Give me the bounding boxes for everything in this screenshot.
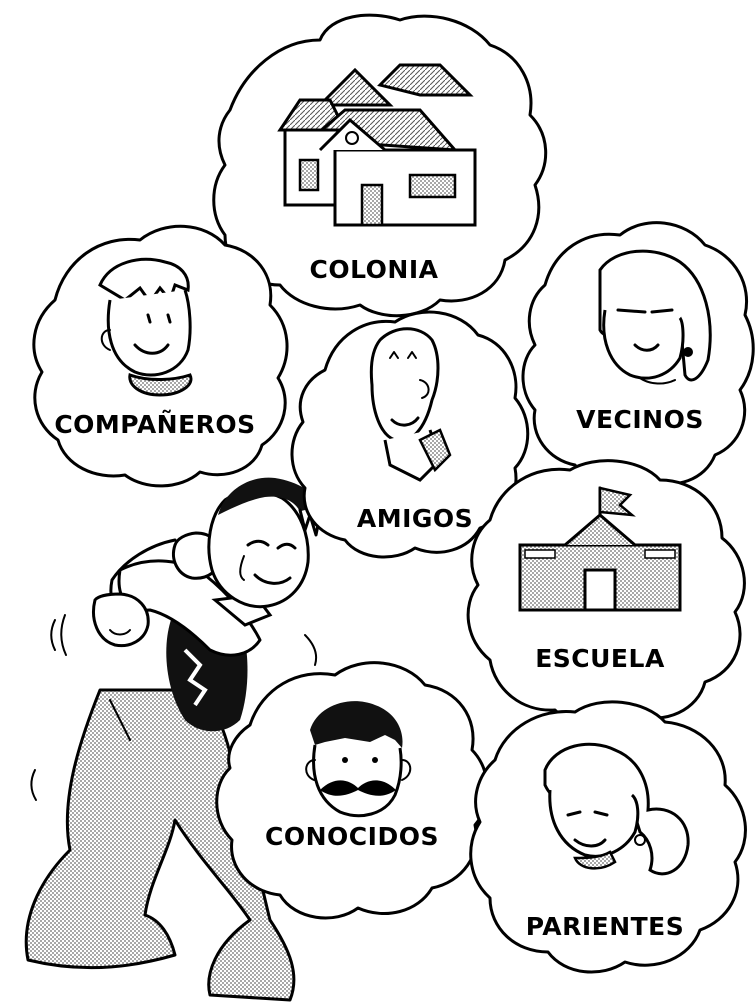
bubble-amigos: AMIGOS xyxy=(290,310,530,559)
houses-icon xyxy=(277,63,477,227)
bubble-label-parientes: PARIENTES xyxy=(526,912,685,941)
thinking-boy-figure xyxy=(24,477,330,1002)
boy-face-icon xyxy=(98,257,193,397)
bubble-label-vecinos: VECINOS xyxy=(576,405,704,434)
bubble-label-companeros: COMPAÑEROS xyxy=(54,410,255,439)
bubble-label-escuela: ESCUELA xyxy=(535,644,665,673)
bubble-label-colonia: COLONIA xyxy=(310,255,439,284)
bubble-companeros: COMPAÑEROS xyxy=(32,224,289,488)
bubble-conocidos: CONOCIDOS xyxy=(215,661,489,920)
mustache-man-face-icon xyxy=(305,701,412,818)
bubble-vecinos: VECINOS xyxy=(521,221,755,490)
school-building-icon xyxy=(518,486,682,612)
bubble-colonia: COLONIA xyxy=(212,13,548,318)
woman-face-icon xyxy=(598,249,712,385)
bubble-escuela: ESCUELA xyxy=(466,459,746,728)
friend-face-icon xyxy=(369,327,452,482)
girl-face-icon xyxy=(543,742,690,876)
bubble-label-conocidos: CONOCIDOS xyxy=(265,822,439,851)
bubble-label-amigos: AMIGOS xyxy=(357,504,473,533)
bubble-parientes: PARIENTES xyxy=(469,700,747,974)
